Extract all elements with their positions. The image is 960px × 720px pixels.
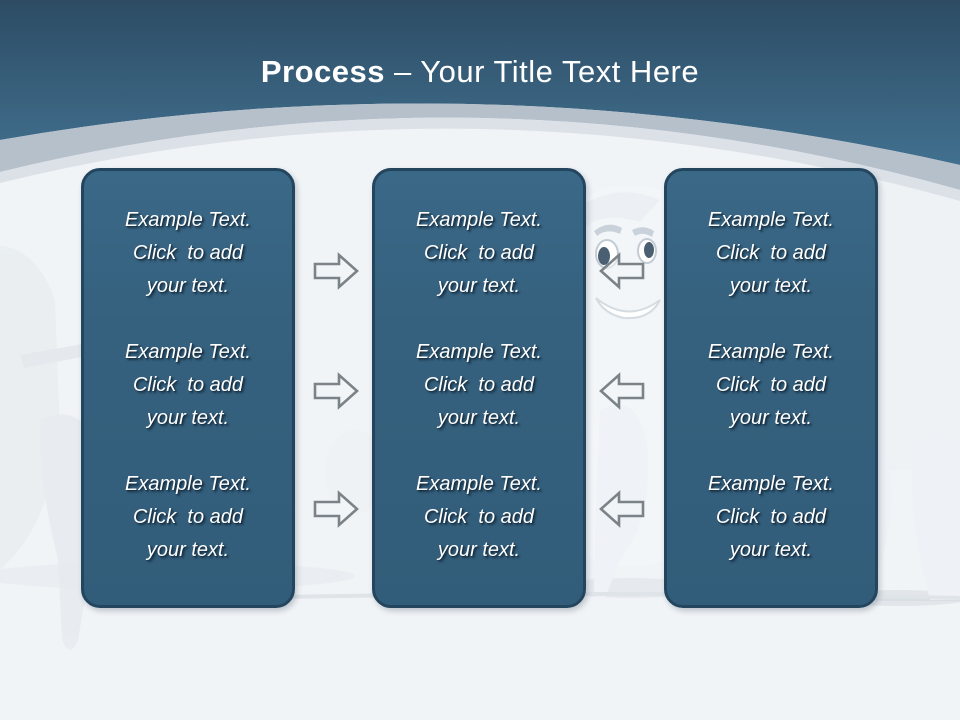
arrow-right-icon-1 — [313, 252, 359, 290]
title-subtitle: – Your Title Text Here — [394, 54, 700, 89]
text-placeholder[interactable]: Example Text. Click to add your text. — [416, 341, 542, 429]
text-placeholder[interactable]: Example Text. Click to add your text. — [125, 341, 251, 429]
arrow-left-icon-3 — [599, 490, 645, 528]
process-box-right[interactable]: Example Text. Click to add your text. Ex… — [664, 168, 878, 608]
arrow-left-icon-2 — [599, 372, 645, 410]
arrow-left-icon-1 — [599, 252, 645, 290]
text-placeholder[interactable]: Example Text. Click to add your text. — [708, 209, 834, 297]
arrow-right-icon-2 — [313, 372, 359, 410]
arrow-right-icon-3 — [313, 490, 359, 528]
slide-title: Process– Your Title Text Here — [0, 54, 960, 90]
header-band — [0, 0, 960, 201]
text-placeholder[interactable]: Example Text. Click to add your text. — [125, 473, 251, 561]
text-placeholder[interactable]: Example Text. Click to add your text. — [416, 209, 542, 297]
text-placeholder[interactable]: Example Text. Click to add your text. — [708, 341, 834, 429]
text-placeholder[interactable]: Example Text. Click to add your text. — [708, 473, 834, 561]
text-placeholder[interactable]: Example Text. Click to add your text. — [125, 209, 251, 297]
process-box-left[interactable]: Example Text. Click to add your text. Ex… — [81, 168, 295, 608]
title-keyword: Process — [260, 54, 386, 89]
text-placeholder[interactable]: Example Text. Click to add your text. — [416, 473, 542, 561]
process-box-middle[interactable]: Example Text. Click to add your text. Ex… — [372, 168, 586, 608]
